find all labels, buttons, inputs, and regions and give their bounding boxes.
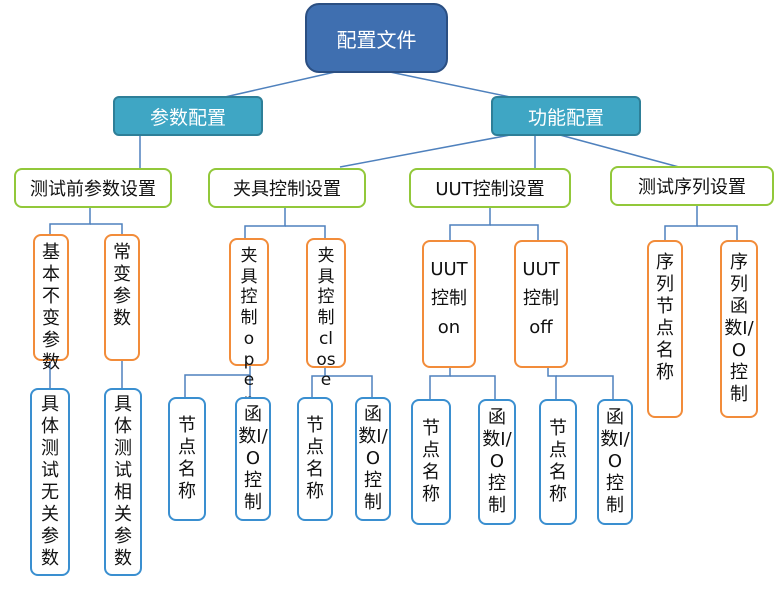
close-func-io-label: 函数I/O控制 bbox=[358, 404, 388, 513]
connector-function-sequence bbox=[559, 134, 691, 171]
connector-uut-on bbox=[449, 206, 491, 240]
node-seq-func-io: 序列函数I/O控制 bbox=[720, 240, 758, 418]
params-config-label: 参数配置 bbox=[149, 106, 226, 129]
node-fixture-open: 夹具控制open bbox=[229, 238, 269, 411]
pretest-params-label: 测试前参数设置 bbox=[30, 179, 156, 200]
seq-node-name-label: 序列节点名称 bbox=[655, 252, 674, 383]
test-sequence-label: 测试序列设置 bbox=[638, 177, 746, 198]
node-on-node-name: 节点名称 bbox=[411, 399, 451, 525]
node-fixture-close: 夹具控制close bbox=[306, 238, 346, 390]
connector-sequence-func bbox=[697, 225, 738, 240]
uut-on-label: UUT控制on bbox=[430, 259, 468, 338]
on-func-io-label: 函数I/O控制 bbox=[482, 407, 512, 516]
open-func-io-label: 函数I/O控制 bbox=[238, 404, 268, 513]
node-uut-on: UUT控制on bbox=[422, 240, 476, 368]
connector-off-func bbox=[556, 375, 614, 400]
node-pretest-params: 测试前参数设置 bbox=[14, 168, 172, 208]
node-function-config: 功能配置 bbox=[491, 96, 641, 136]
connector-on-func bbox=[450, 375, 496, 400]
on-node-name-label: 节点名称 bbox=[421, 418, 440, 505]
uut-off-label: UUT控制off bbox=[522, 259, 560, 338]
connector-fixture-close bbox=[285, 225, 326, 240]
connector-close-node bbox=[311, 368, 326, 398]
connector-sequence-node bbox=[664, 206, 698, 240]
connector-on-node bbox=[429, 367, 451, 400]
node-off-func-io: 函数I/O控制 bbox=[597, 399, 633, 525]
connector-pretest-variable bbox=[90, 223, 123, 236]
fixture-open-label: 夹具控制open bbox=[240, 246, 258, 411]
seq-func-io-label: 序列函数I/O控制 bbox=[724, 252, 754, 405]
node-open-node-name: 节点名称 bbox=[168, 397, 206, 521]
connector-fixture-open bbox=[244, 206, 286, 240]
node-seq-node-name: 序列节点名称 bbox=[647, 240, 683, 418]
basic-fixed-label: 基本不变参数 bbox=[41, 242, 60, 373]
connector-root-function bbox=[389, 71, 511, 98]
node-close-node-name: 节点名称 bbox=[297, 397, 333, 521]
node-open-func-io: 函数I/O控制 bbox=[235, 397, 271, 521]
fixture-control-label: 夹具控制设置 bbox=[233, 179, 341, 200]
connector-pretest-basic bbox=[49, 206, 91, 236]
node-on-func-io: 函数I/O控制 bbox=[478, 399, 516, 525]
function-config-label: 功能配置 bbox=[527, 106, 604, 129]
node-variable-params: 常变参数 bbox=[104, 234, 140, 361]
off-node-name-label: 节点名称 bbox=[548, 418, 567, 505]
connector-open-node bbox=[184, 365, 251, 398]
close-node-name-label: 节点名称 bbox=[305, 415, 324, 502]
node-close-func-io: 函数I/O控制 bbox=[355, 397, 391, 521]
node-test-sequence: 测试序列设置 bbox=[610, 166, 774, 206]
connector-function-fixture bbox=[339, 134, 511, 168]
node-test-related-params: 具体测试相关参数 bbox=[104, 388, 142, 576]
connector-off-node bbox=[547, 367, 557, 400]
node-params-config: 参数配置 bbox=[113, 96, 263, 136]
connector-uut-off bbox=[490, 224, 539, 240]
off-func-io-label: 函数I/O控制 bbox=[600, 407, 630, 516]
node-basic-fixed-params: 基本不变参数 bbox=[33, 234, 69, 373]
variable-params-label: 常变参数 bbox=[112, 242, 131, 329]
node-test-unrelated-params: 具体测试无关参数 bbox=[30, 388, 70, 576]
node-uut-control: UUT控制设置 bbox=[409, 168, 571, 208]
root-label: 配置文件 bbox=[336, 27, 417, 52]
connector-close-func bbox=[325, 375, 373, 398]
open-node-name-label: 节点名称 bbox=[177, 415, 196, 502]
node-off-node-name: 节点名称 bbox=[539, 399, 577, 525]
fixture-close-label: 夹具控制close bbox=[316, 246, 336, 391]
test-unrelated-label: 具体测试无关参数 bbox=[40, 394, 59, 569]
uut-control-label: UUT控制设置 bbox=[435, 179, 545, 200]
root-config-file: 配置文件 bbox=[305, 3, 448, 73]
test-related-label: 具体测试相关参数 bbox=[113, 394, 132, 569]
node-uut-off: UUT控制off bbox=[514, 240, 568, 368]
node-fixture-control: 夹具控制设置 bbox=[208, 168, 366, 208]
connector-root-params bbox=[224, 71, 336, 98]
